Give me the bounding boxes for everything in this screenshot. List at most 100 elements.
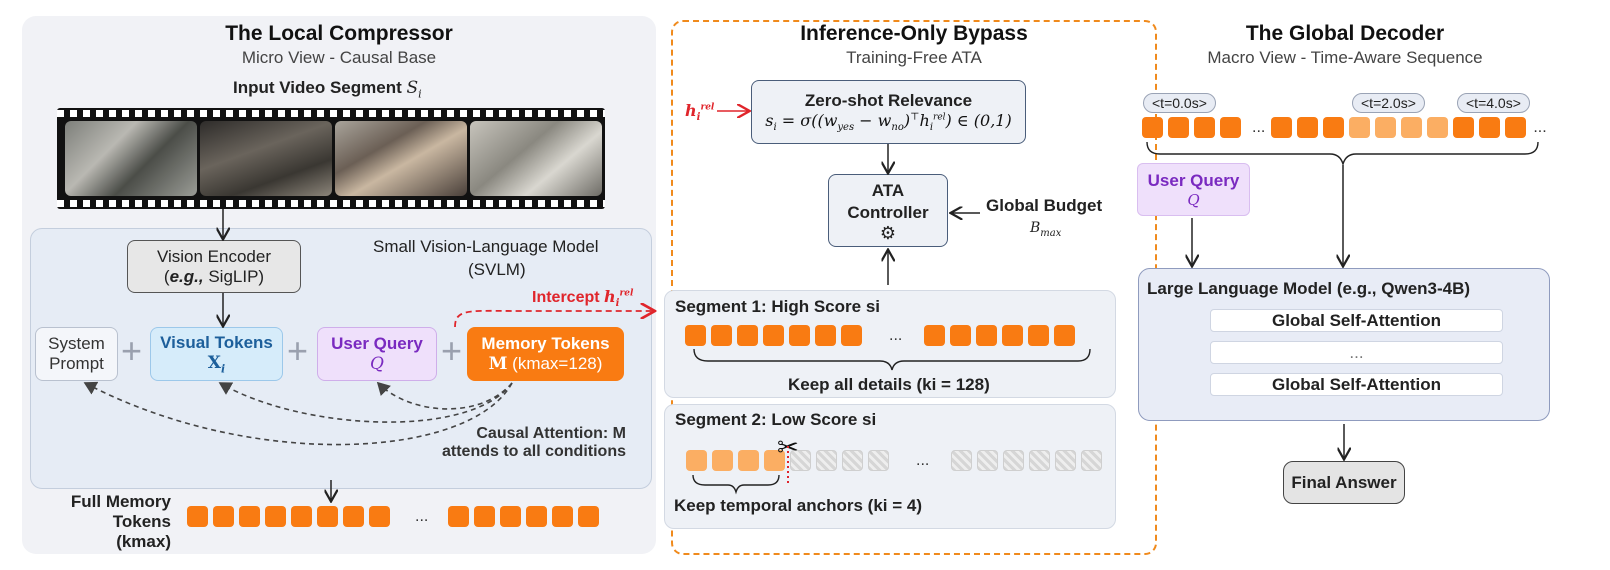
input-video-label: Input Video Segment Si bbox=[233, 78, 422, 101]
segment1-brace bbox=[693, 348, 1091, 371]
global-decoder-title: The Global Decoder bbox=[1245, 22, 1445, 45]
dropped-token bbox=[842, 450, 863, 471]
sequence-token bbox=[1220, 117, 1241, 138]
local-compressor-subtitle: Micro View - Causal Base bbox=[241, 48, 437, 67]
decoder-user-query-box: User Query Q bbox=[1137, 163, 1250, 216]
plus-icon: + bbox=[287, 330, 309, 371]
timestamp-badge: <t=4.0s> bbox=[1457, 93, 1530, 113]
plus-icon: + bbox=[121, 330, 143, 371]
segment-token bbox=[1054, 325, 1076, 346]
causal-attention-note: Causal Attention: M attends to all condi… bbox=[441, 425, 626, 460]
vision-encoder-label: Vision Encoder bbox=[156, 246, 272, 266]
global-budget-label: Global Budget bbox=[986, 196, 1103, 215]
film-perforations-bottom bbox=[57, 200, 605, 207]
segment-token bbox=[976, 325, 998, 346]
sequence-token bbox=[1142, 117, 1163, 138]
intercept-label: Intercept hirel bbox=[532, 287, 634, 310]
final-answer-box: Final Answer bbox=[1283, 461, 1405, 504]
segment-token bbox=[950, 325, 972, 346]
dropped-token bbox=[790, 450, 811, 471]
sequence-token bbox=[1323, 117, 1345, 138]
memory-token bbox=[317, 506, 338, 527]
sequence-token bbox=[1349, 117, 1371, 138]
memory-token bbox=[552, 506, 574, 527]
segment-token bbox=[685, 325, 706, 346]
sequence-brace bbox=[1146, 141, 1539, 167]
sequence-token bbox=[1271, 117, 1293, 138]
video-frame bbox=[335, 121, 467, 196]
sequence-token bbox=[1194, 117, 1215, 138]
segment2-brace bbox=[692, 474, 780, 495]
segment1-title: Segment 1: High Score si bbox=[675, 297, 880, 316]
sequence-token bbox=[1168, 117, 1189, 138]
dropped-token bbox=[1029, 450, 1051, 471]
relevance-box: Zero-shot Relevance si = σ((wyes − wno)⊤… bbox=[751, 80, 1026, 144]
segment2-title: Segment 2: Low Score si bbox=[675, 410, 877, 429]
anchor-token bbox=[686, 450, 707, 471]
attention-layer: ... bbox=[1210, 341, 1503, 364]
segment1-caption: Keep all details (ki = 128) bbox=[788, 375, 990, 394]
anchor-token bbox=[738, 450, 759, 471]
sequence-token bbox=[1479, 117, 1501, 138]
memory-token bbox=[265, 506, 286, 527]
plus-icon: + bbox=[441, 330, 463, 371]
video-frame bbox=[65, 121, 197, 196]
segment-token bbox=[815, 325, 836, 346]
segment2-caption: Keep temporal anchors (ki = 4) bbox=[674, 496, 922, 515]
segment2-token-row: ... bbox=[686, 450, 1107, 471]
dropped-token bbox=[816, 450, 837, 471]
segment-token bbox=[737, 325, 758, 346]
bypass-subtitle: Training-Free ATA bbox=[846, 48, 982, 67]
timestamp-badge: <t=2.0s> bbox=[1352, 93, 1425, 113]
memory-token bbox=[578, 506, 600, 527]
full-memory-label: Full Memory Tokens (kmax) bbox=[70, 492, 171, 551]
vision-encoder-box: Vision Encoder (e.g., SigLIP) bbox=[127, 240, 301, 293]
memory-token bbox=[187, 506, 208, 527]
dropped-token bbox=[1081, 450, 1103, 471]
memory-tokens-box: Memory Tokens M (kmax=128) bbox=[467, 327, 624, 381]
full-memory-token-row: ... bbox=[187, 506, 604, 527]
segment-token bbox=[789, 325, 810, 346]
sequence-token bbox=[1427, 117, 1449, 138]
causal-arrow-system bbox=[83, 381, 513, 446]
memory-token bbox=[474, 506, 496, 527]
causal-arrow-visual bbox=[218, 382, 513, 423]
sequence-token bbox=[1297, 117, 1319, 138]
intercept-arrow bbox=[454, 311, 653, 328]
dropped-token bbox=[951, 450, 973, 471]
video-frame bbox=[200, 121, 332, 196]
memory-token bbox=[369, 506, 390, 527]
segment-token bbox=[711, 325, 732, 346]
sequence-token bbox=[1505, 117, 1527, 138]
svlm-abbrev: (SVLM) bbox=[468, 260, 526, 279]
memory-token bbox=[239, 506, 260, 527]
ata-controller-box: ATA Controller ⚙ bbox=[828, 174, 948, 247]
attention-layer: Global Self-Attention bbox=[1210, 309, 1503, 332]
memory-token bbox=[448, 506, 470, 527]
segment-token bbox=[1028, 325, 1050, 346]
segment1-token-row: ... bbox=[685, 325, 1080, 346]
svlm-label: Small Vision-Language Model bbox=[373, 237, 599, 256]
video-frame bbox=[470, 121, 602, 196]
attention-layer: Global Self-Attention bbox=[1210, 373, 1503, 396]
relevance-formula: si = σ((wyes − wno)⊤hirel) ∈ (0,1) bbox=[765, 110, 1012, 134]
dropped-token bbox=[1055, 450, 1077, 471]
memory-token bbox=[343, 506, 364, 527]
local-compressor-title: The Local Compressor bbox=[225, 22, 453, 45]
segment-token bbox=[763, 325, 784, 346]
segment-token bbox=[841, 325, 862, 346]
film-perforations-top bbox=[57, 110, 605, 117]
global-decoder-subtitle: Macro View - Time-Aware Sequence bbox=[1207, 48, 1483, 67]
vision-encoder-example: (e.g., SigLIP) bbox=[163, 266, 265, 286]
timestamp-badge: <t=0.0s> bbox=[1143, 93, 1216, 113]
segment-token bbox=[924, 325, 946, 346]
memory-token bbox=[526, 506, 548, 527]
user-query-box: User Query Q bbox=[317, 327, 437, 381]
h-input-label: hirel bbox=[685, 101, 715, 124]
dropped-token bbox=[868, 450, 889, 471]
sequence-token bbox=[1375, 117, 1397, 138]
sequence-token bbox=[1453, 117, 1475, 138]
dropped-token bbox=[977, 450, 999, 471]
